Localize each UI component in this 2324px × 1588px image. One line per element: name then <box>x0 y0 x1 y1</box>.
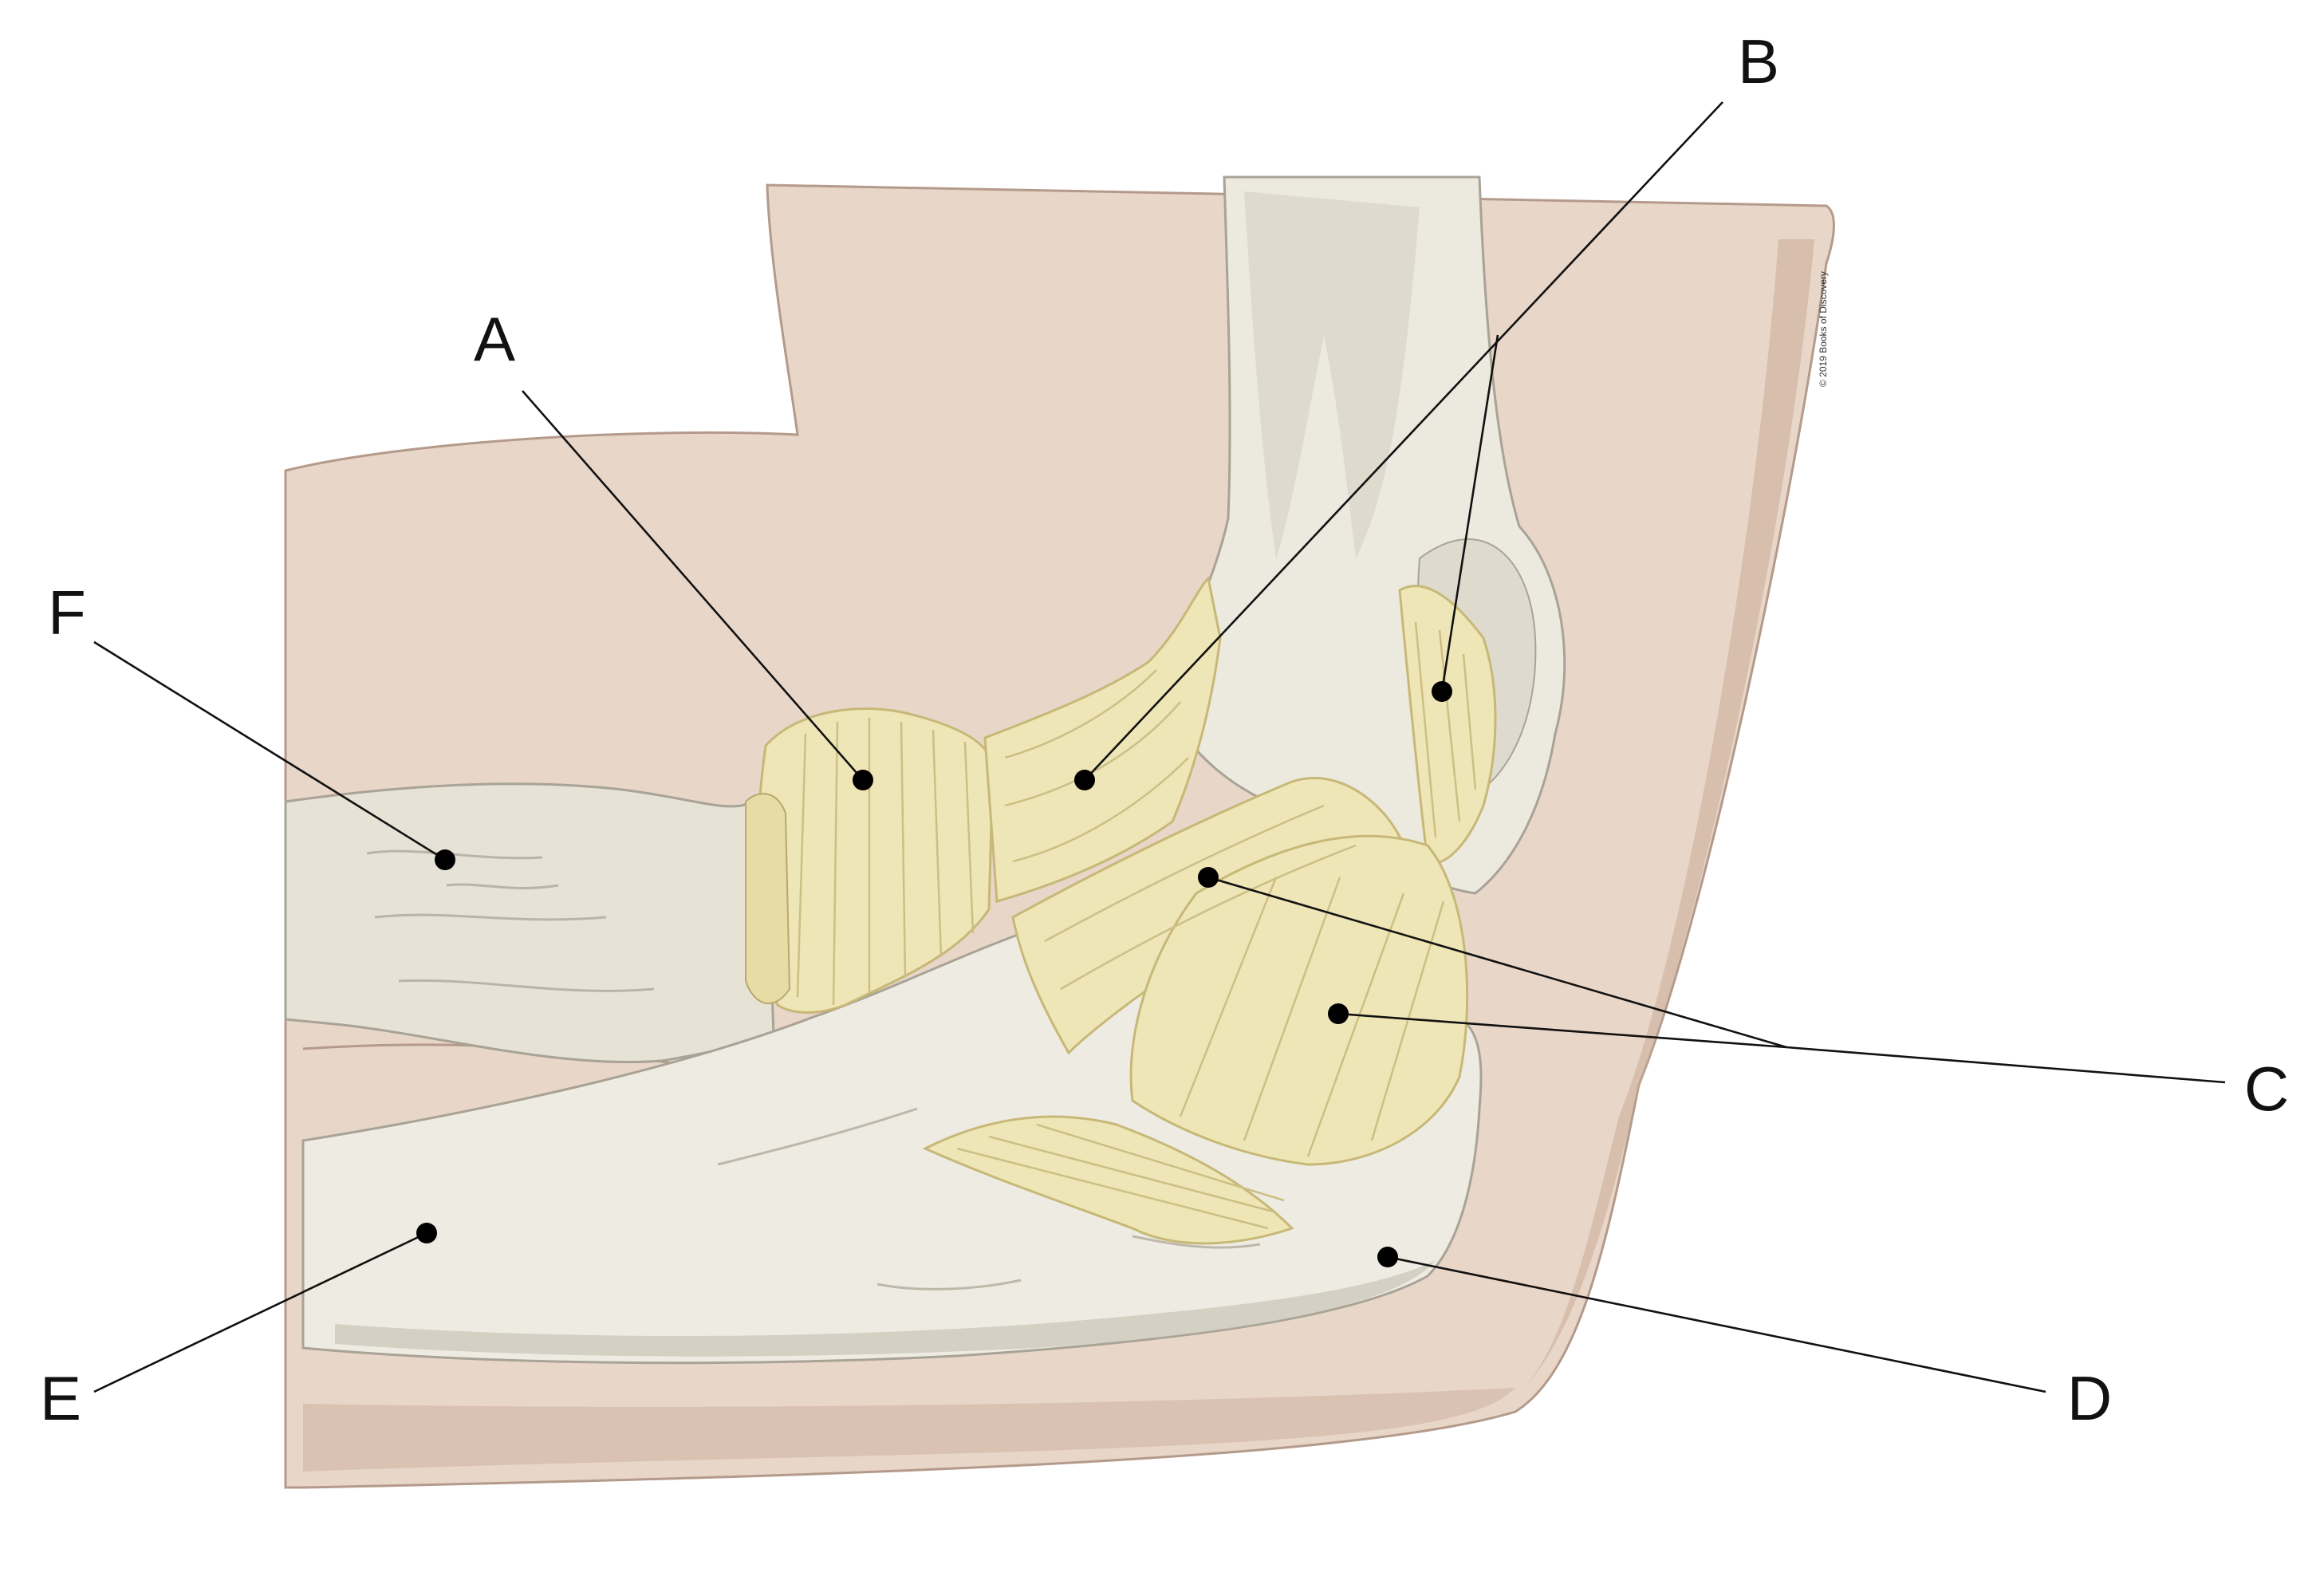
radial-collateral-ligament <box>983 575 1222 903</box>
leader-line-c1 <box>1207 876 1787 1049</box>
pointer-dot-d <box>1377 1247 1398 1267</box>
ulna-shade <box>335 1260 1436 1357</box>
pointer-dot-c2 <box>1328 1003 1349 1024</box>
upper-arm-shade <box>1515 239 1814 1396</box>
pointer-dot-b1 <box>1074 770 1095 790</box>
oblique-cord-fibers <box>956 1123 1285 1230</box>
radius-bone <box>284 782 775 1064</box>
radial-collateral-fibers <box>1004 669 1189 863</box>
letter-labels: A B C D E F <box>40 26 2289 1433</box>
ligaments <box>745 575 1497 1245</box>
pointer-dot-c1 <box>1198 867 1219 888</box>
annular-ligament-fibers <box>796 718 975 1006</box>
label-c: C <box>2244 1054 2289 1124</box>
humerus-shade <box>1244 191 1420 558</box>
ulnar-collateral-posterior-band <box>1129 834 1469 1166</box>
leader-lines <box>93 101 2226 1393</box>
pointer-dot-b2 <box>1432 681 1452 702</box>
leader-line-d <box>1387 1255 2046 1393</box>
leader-line-b2 <box>1440 334 1499 692</box>
ulna-texture <box>717 1107 1261 1290</box>
pointer-dot-a <box>853 770 873 790</box>
leader-line-c2 <box>1337 1012 1787 1049</box>
leader-line-b1 <box>1084 101 1723 781</box>
ulnar-collateral-upper-fibers <box>1414 621 1477 838</box>
copyright-credit: © 2019 Books of Discovery <box>1818 271 1829 387</box>
label-a: A <box>474 304 515 374</box>
ulnar-collateral-fibers <box>1044 804 1445 1157</box>
label-e: E <box>40 1363 81 1433</box>
leader-line-f <box>93 640 446 861</box>
pointer-dot-f <box>435 849 455 870</box>
label-f: F <box>48 577 86 648</box>
leader-line-a <box>522 390 864 781</box>
label-d: D <box>2067 1363 2112 1433</box>
pointer-dot-e <box>416 1223 437 1243</box>
radius-shaft <box>284 782 775 1064</box>
pointer-dots <box>416 681 1452 1267</box>
leader-line-c3 <box>1786 1046 2226 1084</box>
label-b: B <box>1738 26 1779 97</box>
leader-line-e <box>93 1231 427 1393</box>
radial-head-cut <box>745 793 791 1005</box>
forearm-lower-shade <box>303 1388 1515 1472</box>
ulnar-collateral-upper <box>1398 585 1497 865</box>
